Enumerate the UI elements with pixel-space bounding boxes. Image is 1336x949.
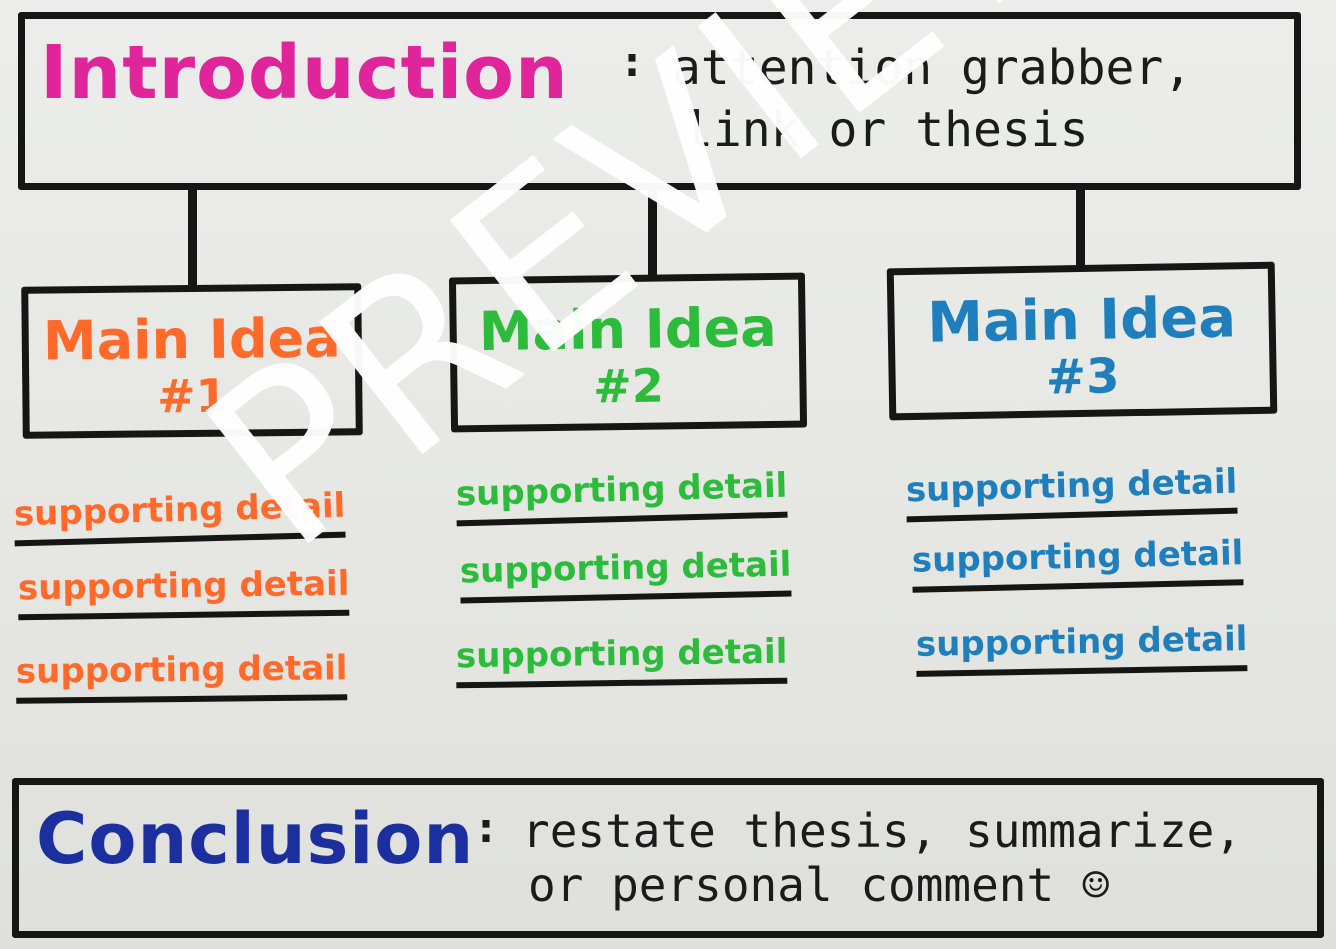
connector-right-vertical: [1076, 183, 1085, 267]
main-idea-box-1: Main Idea #1: [21, 283, 363, 439]
main-idea-box-2: Main Idea #2: [448, 272, 808, 433]
main-idea-2-label: Main Idea: [478, 295, 777, 364]
supporting-detail-1-1: supporting detail: [13, 485, 347, 547]
conclusion-colon: :: [478, 806, 495, 852]
connector-middle-vertical: [648, 183, 657, 277]
introduction-title: Introduction: [40, 30, 569, 116]
conclusion-title: Conclusion: [36, 798, 475, 880]
introduction-box: [18, 12, 1301, 190]
introduction-colon: :: [624, 40, 641, 86]
supporting-detail-2-1: supporting detail: [455, 465, 789, 527]
introduction-note-line2: link or thesis: [684, 102, 1089, 158]
introduction-note-line1: attention grabber,: [672, 40, 1193, 96]
conclusion-note-line2: or personal comment ☺: [528, 858, 1110, 912]
supporting-detail-3-1: supporting detail: [905, 461, 1239, 523]
supporting-detail-1-2: supporting detail: [17, 563, 350, 621]
main-idea-3-number: #3: [1045, 348, 1120, 406]
main-idea-2-number: #2: [592, 358, 665, 414]
supporting-detail-3-2: supporting detail: [911, 533, 1244, 593]
main-idea-box-3: Main Idea #3: [886, 261, 1278, 421]
main-idea-3-label: Main Idea: [926, 285, 1237, 356]
supporting-detail-2-3: supporting detail: [455, 631, 788, 689]
supporting-detail-1-3: supporting detail: [15, 648, 348, 704]
main-idea-1-label: Main Idea: [42, 306, 341, 373]
conclusion-note-line1: restate thesis, summarize,: [522, 804, 1243, 858]
conclusion-box: [12, 778, 1324, 938]
connector-left-vertical: [188, 185, 197, 287]
main-idea-1-number: #1: [156, 368, 228, 424]
supporting-detail-3-3: supporting detail: [915, 619, 1248, 677]
supporting-detail-2-2: supporting detail: [459, 544, 792, 604]
